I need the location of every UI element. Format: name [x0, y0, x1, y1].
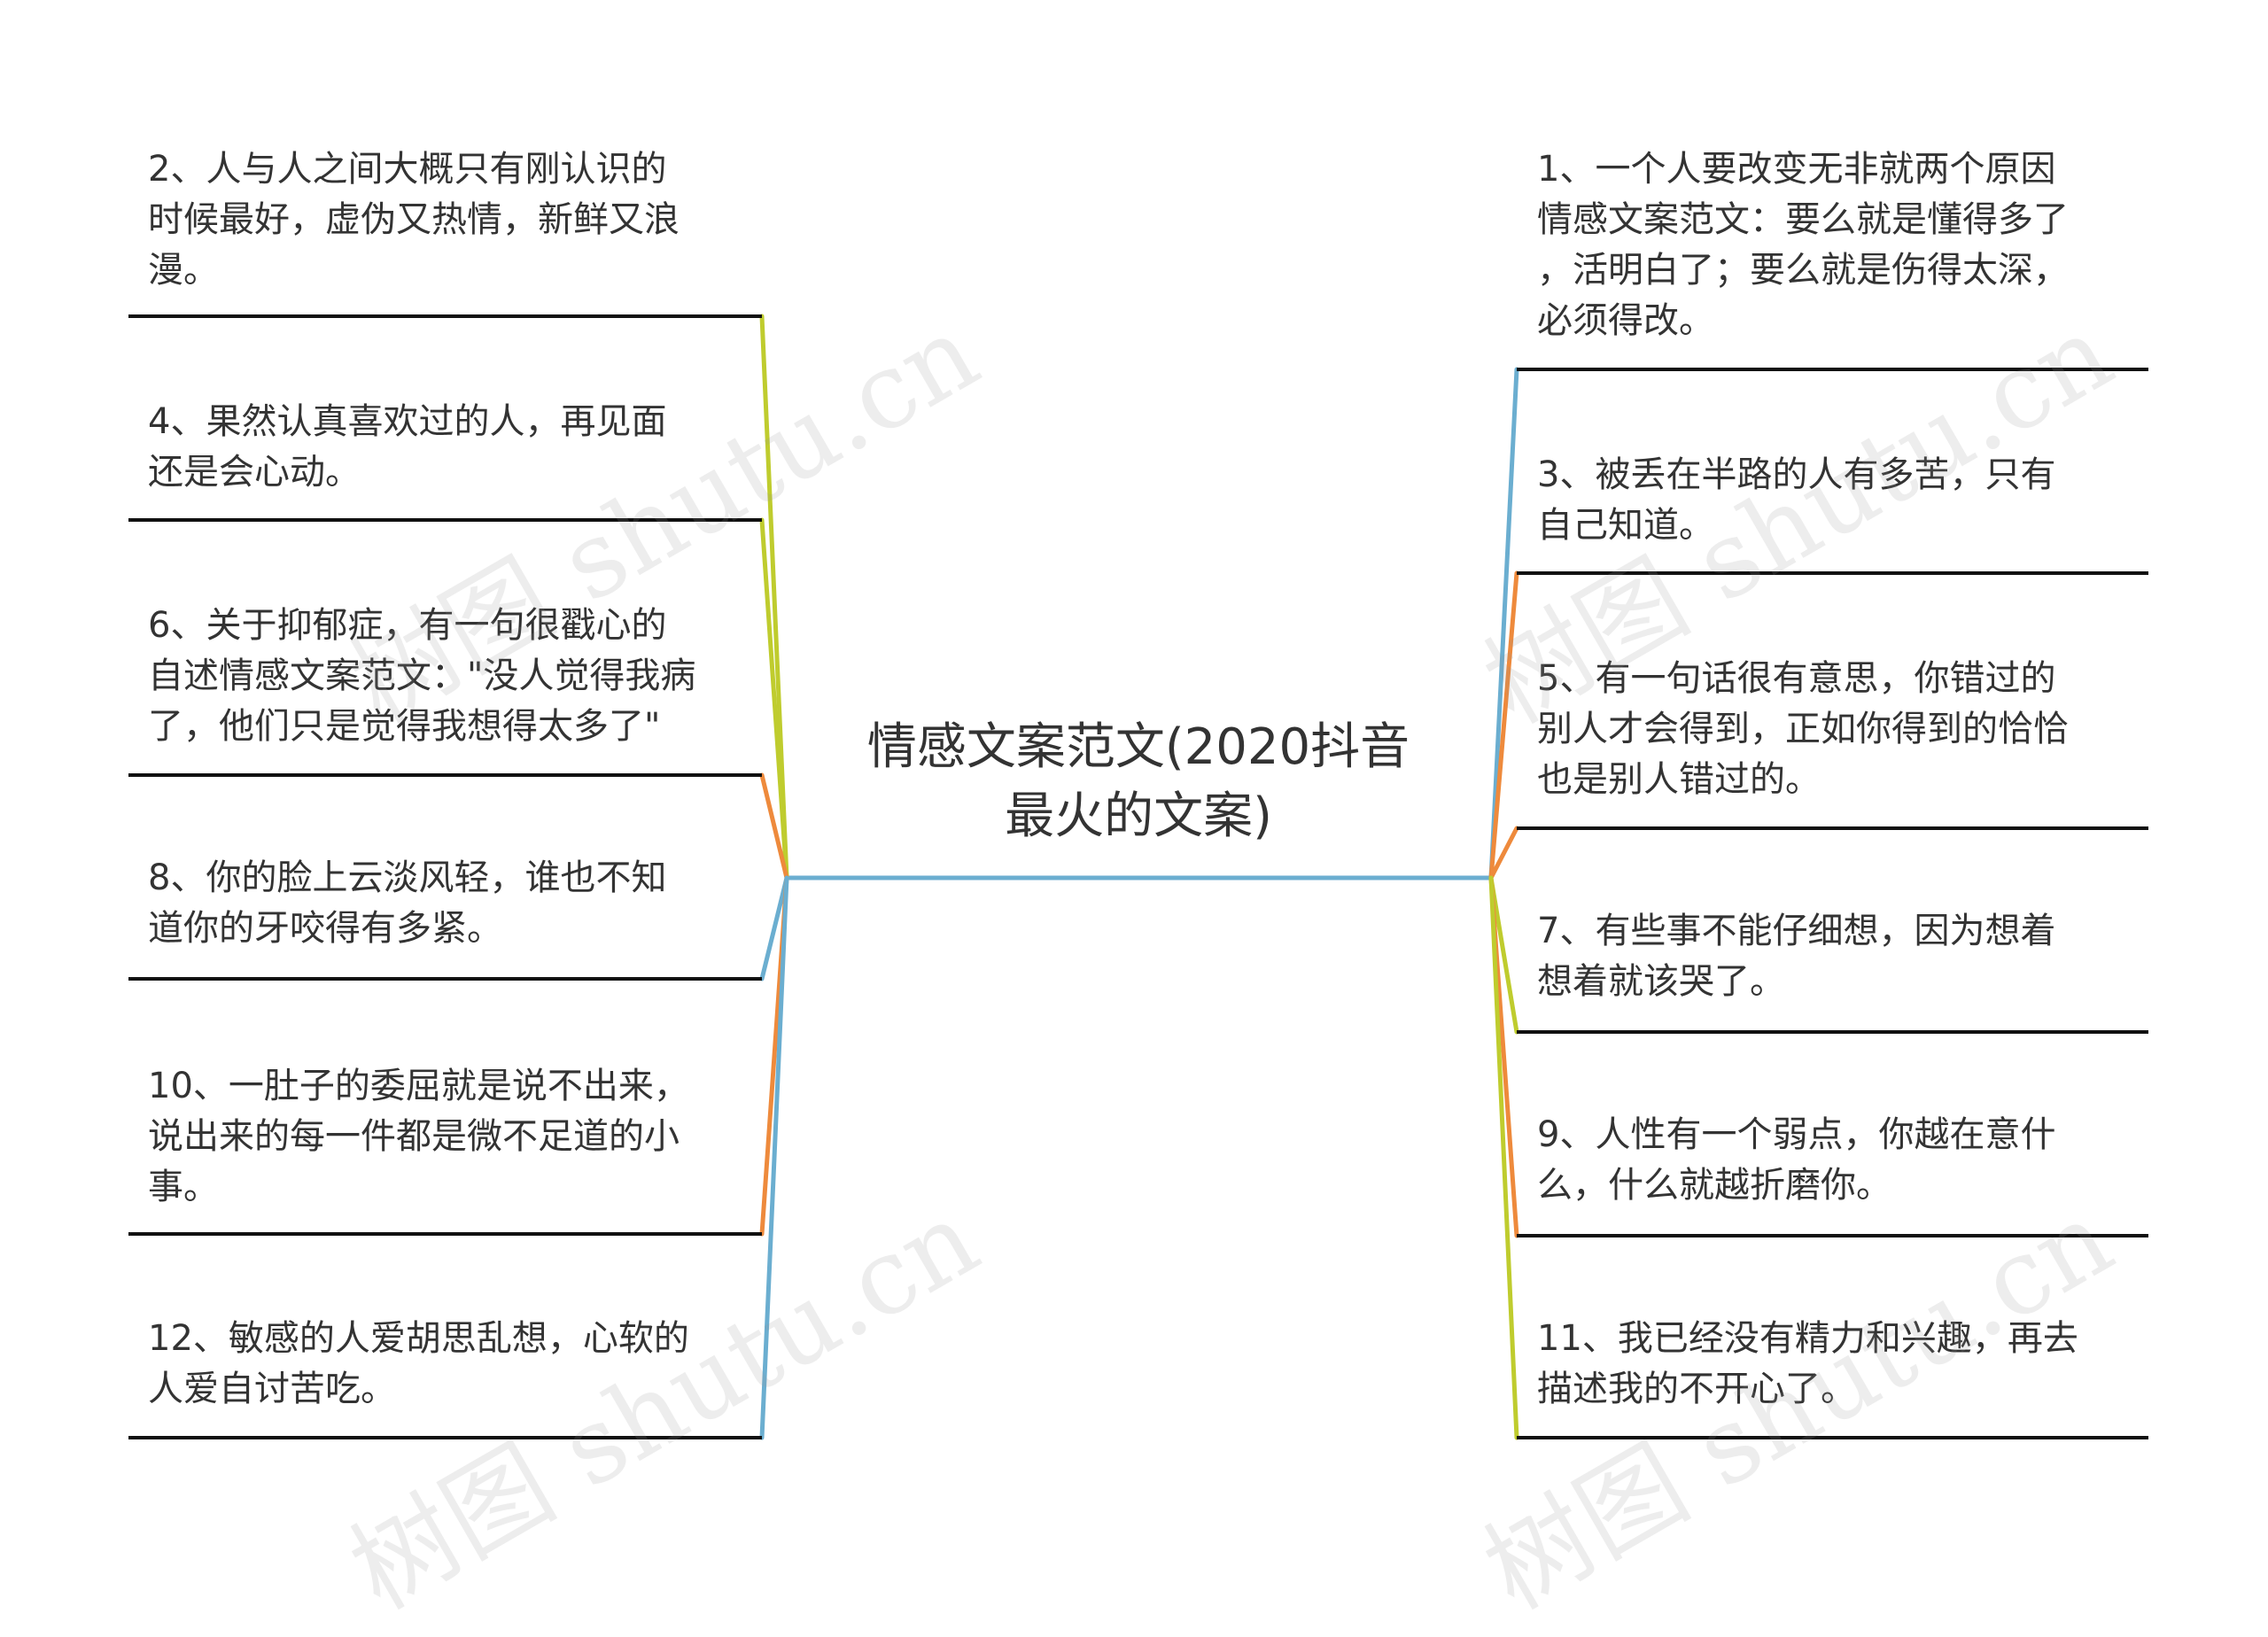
branch-connector — [1488, 875, 1519, 1440]
topic-node-left[interactable]: 4、果然认真喜欢过的人，再见面 还是会心动。 — [148, 401, 667, 493]
branch-connector — [759, 314, 789, 881]
topic-node-left[interactable]: 10、一肚子的委屈就是说不出来， 说出来的每一件都是微不足道的小 事。 — [148, 1066, 689, 1207]
branch-connector — [759, 875, 789, 981]
topic-node-right[interactable]: 11、我已经没有精力和兴趣，再去 描述我的不开心了。 — [1537, 1318, 2078, 1409]
branch-connector — [1488, 875, 1519, 1035]
topic-node-left[interactable]: 12、敏感的人爱胡思乱想，心软的 人爱自讨苦吃。 — [148, 1318, 689, 1409]
mindmap-connectors — [128, 314, 2148, 1440]
topic-node-right[interactable]: 3、被丢在半路的人有多苦，只有 自己知道。 — [1537, 454, 2056, 546]
topic-node-left[interactable]: 2、人与人之间大概只有刚认识的 时候最好，虚伪又热情，新鲜又浪 漫。 — [148, 149, 680, 291]
branch-connector — [759, 772, 789, 881]
branch-connector — [1488, 826, 1519, 881]
topic-node-right[interactable]: 7、有些事不能仔细想，因为想着 想着就该哭了。 — [1537, 911, 2056, 1002]
topic-node-right[interactable]: 1、一个人要改变无非就两个原因 情感文案范文：要么就是懂得多了 ，活明白了；要么… — [1537, 149, 2069, 341]
branch-connector — [1488, 570, 1519, 881]
central-topic[interactable]: 情感文案范文(2020抖音 最火的文案) — [866, 718, 1410, 845]
topic-node-left[interactable]: 8、你的脸上云淡风轻，谁也不知 道你的牙咬得有多紧。 — [148, 857, 667, 949]
branch-connector — [759, 517, 789, 881]
topic-node-right[interactable]: 9、人性有一个弱点，你越在意什 么，什么就越折磨你。 — [1537, 1114, 2056, 1206]
topic-node-right[interactable]: 5、有一句话很有意思，你错过的 别人才会得到，正如你得到的恰恰 也是别人错过的。 — [1537, 658, 2069, 800]
topic-node-left[interactable]: 6、关于抑郁症，有一句很戳心的 自述情感文案范文："没人觉得我病 了，他们只是觉… — [148, 605, 696, 747]
branch-connector — [759, 875, 789, 1440]
branch-connector — [1488, 367, 1519, 881]
